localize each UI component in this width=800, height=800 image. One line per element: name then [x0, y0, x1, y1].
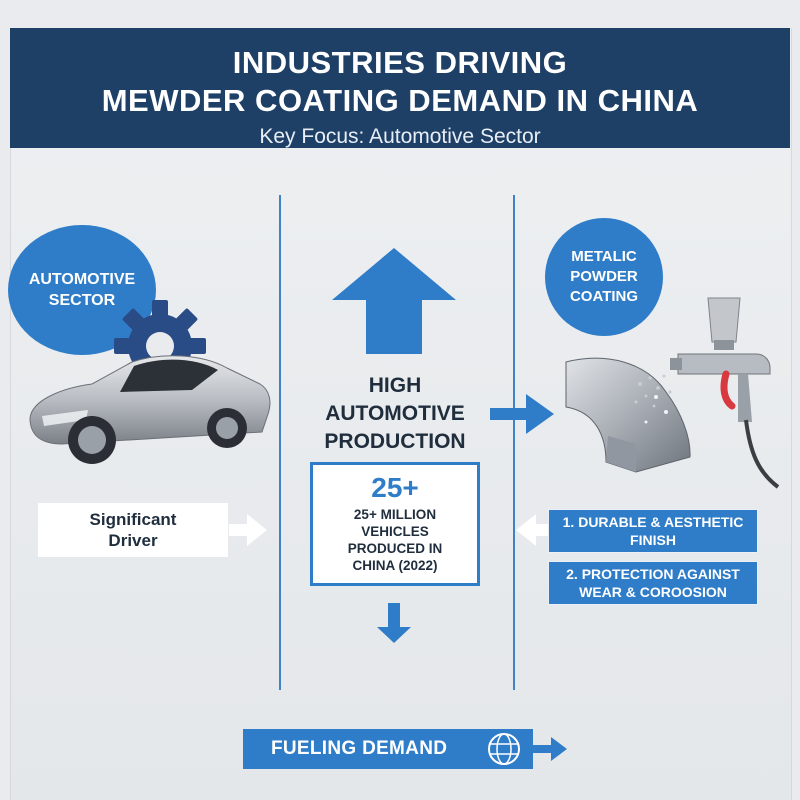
automotive-sector-label: AUTOMOTIVE SECTOR — [28, 271, 136, 309]
arrow-left-icon — [516, 514, 552, 546]
sports-car-icon — [29, 355, 271, 464]
stat-description: 25+ MILLION VEHICLES PRODUCED IN CHINA (… — [347, 507, 443, 573]
arrow-right-icon — [533, 737, 567, 761]
arrow-up-icon — [332, 248, 456, 354]
divider-right — [513, 195, 515, 690]
arrow-right-icon — [229, 514, 267, 546]
page-subtitle: Key Focus: Automotive Sector — [259, 125, 541, 148]
stat-value: 25+ — [371, 472, 419, 503]
fueling-demand-label: FUELING DEMAND — [271, 738, 448, 759]
page-title: INDUSTRIES DRIVING MEWDER COATING DEMAND… — [10, 28, 790, 120]
benefit-durable-finish: 1. DURABLE & AESTHETIC FINISH — [548, 509, 758, 553]
high-production-headline: HIGH AUTOMOTIVE PRODUCTION — [324, 374, 466, 453]
benefit-corrosion-protection: 2. PROTECTION AGAINST WEAR & COROOSION — [548, 561, 758, 605]
divider-left — [279, 195, 281, 690]
spray-gun-icon — [634, 297, 780, 489]
significant-driver-box: Significant Driver — [38, 503, 228, 557]
globe-icon — [488, 733, 520, 765]
production-stat-box: 25+ 25+ MILLION VEHICLES PRODUCED IN CHI… — [310, 462, 480, 586]
coating-label: METALIC POWDER COATING — [569, 248, 639, 305]
arrow-down-icon — [377, 603, 411, 643]
fueling-demand-banner: FUELING DEMAND — [243, 729, 533, 769]
title-line-1: INDUSTRIES DRIVING — [232, 45, 568, 80]
title-line-2: MEWDER COATING DEMAND IN CHINA — [101, 83, 699, 118]
header-banner: INDUSTRIES DRIVING MEWDER COATING DEMAND… — [10, 28, 790, 148]
arrow-right-icon — [490, 394, 554, 434]
metallic-powder-coating-circle: METALIC POWDER COATING — [545, 218, 663, 336]
